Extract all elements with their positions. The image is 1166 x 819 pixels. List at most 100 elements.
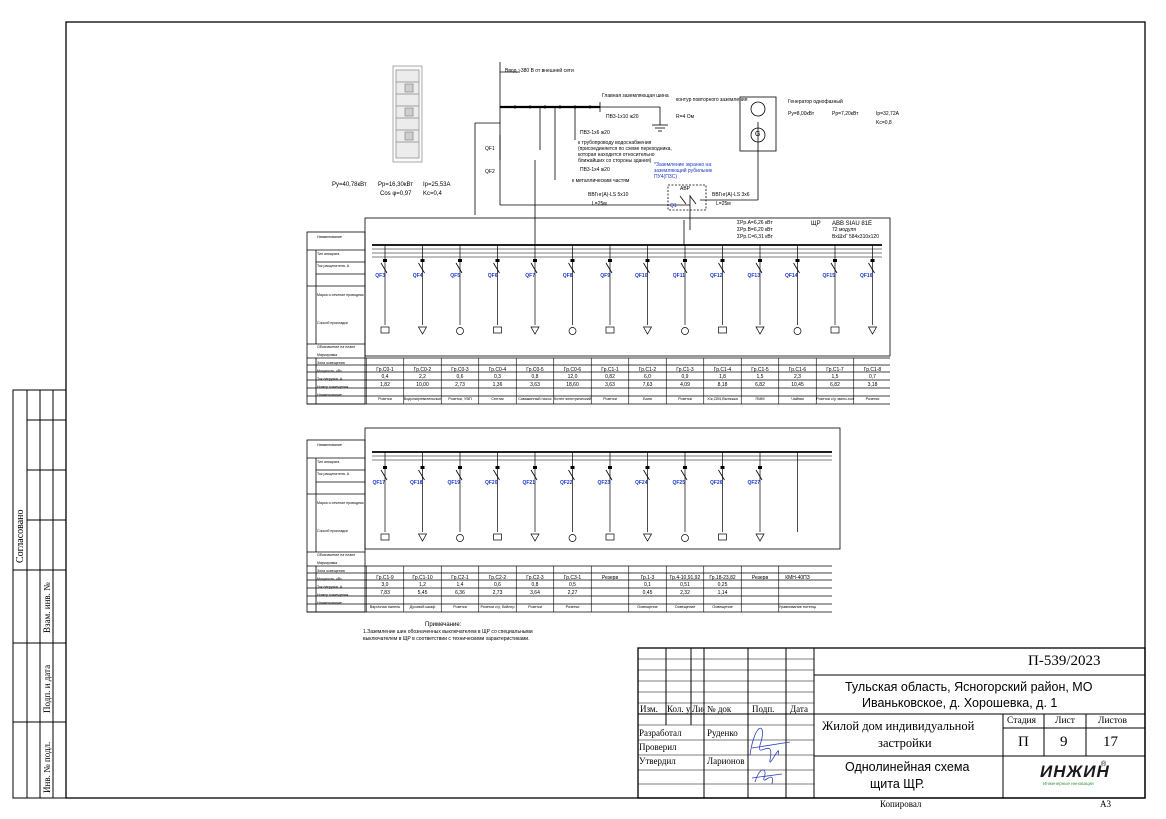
row-header-label: Тип аппарата xyxy=(317,460,340,464)
group-cell: Гр.С0-2 xyxy=(413,367,432,373)
cabinet-pp: Pp=16,30кВт xyxy=(378,182,414,188)
col-list: Лист xyxy=(692,705,704,714)
current-cell: 2,73 xyxy=(492,590,503,596)
breaker-mark xyxy=(720,259,725,262)
breaker-contact xyxy=(680,469,688,481)
ground-r-note: R=4 Ом xyxy=(676,114,695,120)
sheet-title-line1: Однолинейная схема xyxy=(845,760,970,774)
panel-pb: ΣPp.B=6,20 кВт xyxy=(737,227,773,233)
load-symbol xyxy=(380,533,390,541)
group-cell: Гр.С2-2 xyxy=(488,575,507,581)
breaker-mark xyxy=(758,466,762,469)
breaker-contact xyxy=(755,262,763,274)
breaker-contact xyxy=(380,262,388,274)
developed-name: Руденко xyxy=(707,728,738,738)
breaker-contact xyxy=(830,262,838,274)
group-cell: Гр.18-23,82 xyxy=(709,575,736,581)
current-cell: 4,09 xyxy=(680,382,690,388)
row-header-label: Ток нагрузки, А xyxy=(317,377,343,381)
group-cell: Гр.С1-5 xyxy=(751,367,769,373)
breaker-contact xyxy=(493,469,500,481)
load-name-cell: Розетки с/у, мини-холодильник xyxy=(816,397,854,401)
breaker-mark xyxy=(683,259,687,262)
breaker-mark xyxy=(570,259,575,262)
row-header-label: Наименование xyxy=(317,601,342,605)
power-cell: 1,5 xyxy=(756,374,764,380)
generator-g: G xyxy=(755,131,761,138)
load-symbol xyxy=(867,326,878,335)
load-symbol xyxy=(493,533,502,541)
power-cell: 0,3 xyxy=(494,374,501,380)
group-cell: Гр.С3-1 xyxy=(563,575,582,581)
load-symbol xyxy=(642,326,653,335)
panel-pc: ΣPp.C=6,31 кВт xyxy=(737,234,773,240)
row-header-label: Способ прокладки xyxy=(317,321,348,325)
notes-line1: 1.Заземление шин обозначенных выключател… xyxy=(363,629,533,635)
load-symbol xyxy=(605,326,615,334)
row-header-label: Ток расцепителя, А xyxy=(317,264,350,268)
metal-note: к металлическим частям xyxy=(572,178,630,184)
breaker-id: QF25 xyxy=(672,480,685,486)
row-header-label: Тип аппарата xyxy=(317,252,340,256)
group-cell: Гр.С1-3 xyxy=(676,367,694,373)
load-name-cell: Духовой шкаф xyxy=(409,605,436,609)
cabinet-ip: Ip=25,53A xyxy=(423,182,451,188)
breaker-mark xyxy=(383,259,387,262)
gen-title: Генератор однофазный xyxy=(788,99,843,105)
breaker-mark xyxy=(720,466,725,469)
object-line1: Жилой дом индивидуальной xyxy=(822,719,975,733)
row-header-label: Номер помещения xyxy=(317,385,349,389)
row-header-label: Мощность, кВт xyxy=(317,577,342,581)
col-sign: Подп. xyxy=(752,704,775,714)
developed-label: Разработал xyxy=(639,728,682,738)
stage-label: Стадия xyxy=(1007,716,1036,726)
pipe-note-3: которая находится относительно xyxy=(578,152,655,158)
power-cell: 0,5 xyxy=(569,582,576,588)
load-name-cell: Освещение xyxy=(712,605,733,609)
group-cell: Гр.С0-5 xyxy=(526,367,544,373)
current-cell: 2,27 xyxy=(567,590,578,596)
breaker-id: QF14 xyxy=(784,273,798,279)
breaker-mark xyxy=(533,466,537,469)
panel-pa: ΣPp.A=6,26 кВт xyxy=(737,220,773,226)
breaker-id: QF17 xyxy=(372,480,385,486)
load-symbol xyxy=(718,533,727,541)
cabinet-kc: Kc=0,4 xyxy=(423,191,442,197)
power-cell: 2,2 xyxy=(419,374,426,380)
breaker-mark xyxy=(645,466,650,469)
blue-note-1: *Заземление экранно на xyxy=(654,162,712,168)
breaker-contact xyxy=(718,262,725,274)
cabinet-py: Py=40,78кВт xyxy=(332,182,367,188)
breaker-mark xyxy=(833,259,837,262)
breaker-contact xyxy=(455,469,463,481)
breaker-mark xyxy=(458,259,462,262)
group-cell: Гр.С0-6 xyxy=(563,367,582,373)
blue-note-3: ПУ4(ПЗС) xyxy=(654,174,678,180)
power-cell: 0,1 xyxy=(644,582,651,588)
row-header-label: Номер помещения xyxy=(317,593,349,597)
load-name-cell: ПММ xyxy=(755,397,765,401)
copied-label: Копировал xyxy=(880,799,922,809)
power-cell: 0,8 xyxy=(531,582,539,588)
breaker-contact xyxy=(493,262,500,274)
current-cell: 3,64 xyxy=(530,590,540,596)
row-header-label: Наименование xyxy=(317,393,342,397)
power-cell: 0,82 xyxy=(605,374,615,380)
breaker-contact xyxy=(418,262,425,274)
power-cell: 1,5 xyxy=(831,374,839,380)
breaker-contact xyxy=(605,469,613,481)
load-symbol xyxy=(417,533,428,542)
load-symbol xyxy=(530,326,540,335)
current-cell: 6,82 xyxy=(755,382,765,388)
notes-line2: выключателем в ЩР в соответствии с техни… xyxy=(363,636,530,642)
breaker-id: QF22 xyxy=(559,480,573,486)
breaker-mark xyxy=(458,466,462,469)
cable-gen: ВВГнг(А)-LS 3х6 xyxy=(712,192,750,198)
breaker-mark xyxy=(420,259,425,262)
input-note: Ввод ~380 В от внешней сети xyxy=(505,68,574,74)
qf1-label: QF1 xyxy=(485,146,495,152)
breaker-contact xyxy=(605,262,613,274)
group-cell: КМН-40ПЗ xyxy=(785,575,810,581)
gen-kc: Kc=0,8 xyxy=(876,120,892,126)
